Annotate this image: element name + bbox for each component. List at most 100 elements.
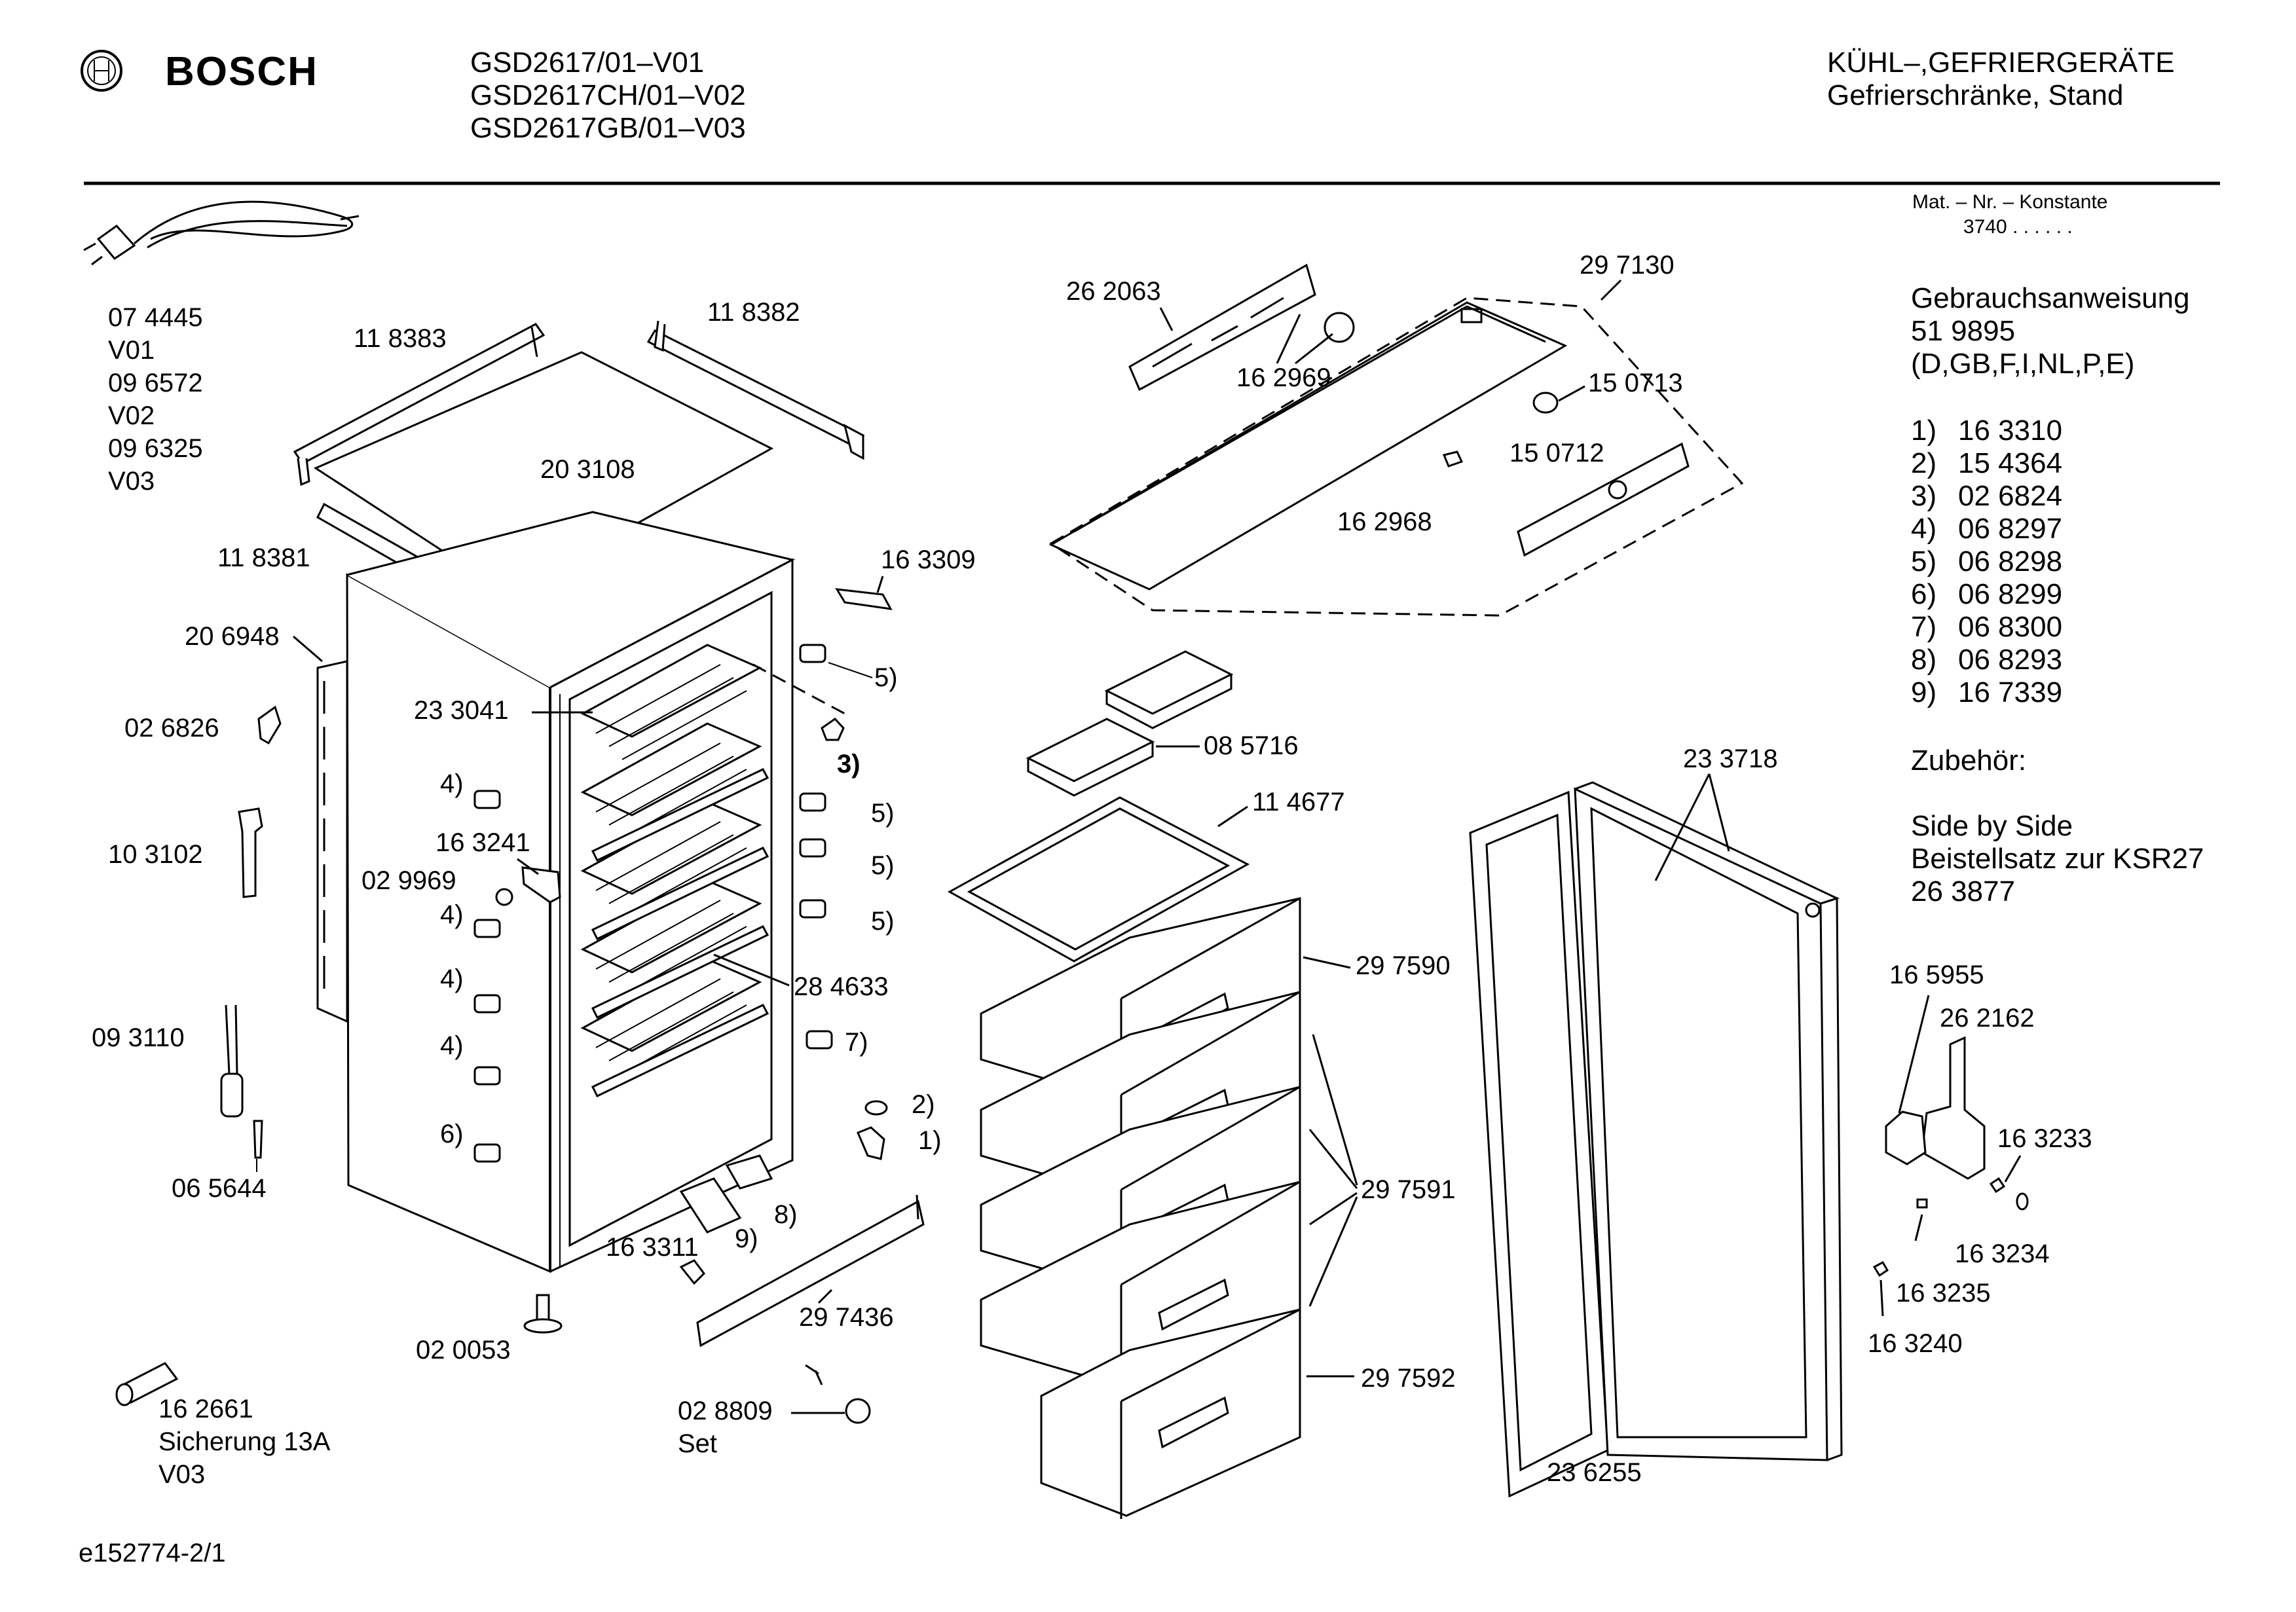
hinge-bracket bbox=[1885, 1036, 1986, 1180]
part-label-drain-tube: 10 3102 bbox=[108, 840, 203, 869]
info-column: Mat. – Nr. – Konstante 3740 . . . . . . … bbox=[1911, 191, 2204, 907]
small-cap-part bbox=[864, 1100, 888, 1116]
top-rail-right bbox=[646, 320, 865, 460]
ref-marker-4: 4) bbox=[440, 900, 464, 929]
part-label-power-cord: 09 6572 bbox=[108, 369, 203, 397]
ref-marker-9: 9) bbox=[735, 1224, 758, 1253]
part-label-knob: 16 2969 bbox=[1236, 363, 1331, 392]
ice-pack-upper bbox=[1104, 650, 1234, 729]
part-label-pin: 06 5644 bbox=[172, 1174, 267, 1203]
part-label-power-cord: 09 6325 bbox=[108, 434, 203, 463]
part-label-foot-cap: 16 3311 bbox=[606, 1233, 699, 1262]
manual-number: 51 9895 bbox=[1911, 315, 2015, 347]
footnote-key: 1) bbox=[1911, 414, 1936, 447]
variant-label: V01 bbox=[108, 336, 155, 365]
part-label-hinge-plate: 16 3241 bbox=[435, 828, 530, 857]
brand-name: BOSCH bbox=[165, 49, 318, 94]
hinge-pin-part bbox=[857, 1126, 885, 1160]
variant-label: V02 bbox=[108, 401, 155, 430]
ref-marker-4: 4) bbox=[440, 1031, 464, 1060]
manual-label: Gebrauchsanweisung bbox=[1911, 282, 2190, 314]
cover-part bbox=[679, 1177, 742, 1234]
footnote-value: 16 3310 bbox=[1958, 414, 2062, 447]
accessories-label: Zubehör: bbox=[1911, 744, 2026, 777]
part-label-condenser: 20 6948 bbox=[185, 622, 280, 651]
part-label-lamp: 15 0713 bbox=[1588, 369, 1683, 397]
control-housing bbox=[1048, 301, 1568, 591]
ref-marker-5: 5) bbox=[871, 907, 895, 936]
nut-part bbox=[1916, 1198, 1928, 1209]
part-label-hinge-washer: 16 3234 bbox=[1955, 1239, 2050, 1268]
footnote-value: 06 8297 bbox=[1958, 513, 2062, 545]
condenser-coil bbox=[316, 660, 348, 1023]
assembly-outline bbox=[1049, 297, 1744, 617]
ref-marker-7: 7) bbox=[845, 1028, 868, 1057]
footnote-key: 7) bbox=[1911, 611, 1936, 643]
part-label-fuse: 16 2661 bbox=[158, 1395, 253, 1423]
part-label-drawer-bottom: 29 7592 bbox=[1361, 1364, 1456, 1393]
part-label-leveling-foot: 02 0053 bbox=[416, 1336, 511, 1365]
ref-marker-8: 8) bbox=[774, 1200, 798, 1229]
variant-label: V03 bbox=[158, 1460, 205, 1489]
foot-cap-part bbox=[679, 1259, 705, 1285]
washer-part bbox=[495, 888, 513, 906]
ref-marker-5: 5) bbox=[871, 799, 895, 828]
sensor-part bbox=[220, 1004, 244, 1118]
leader-line bbox=[517, 858, 539, 875]
mat-number-value: 3740 . . . . . . bbox=[1963, 216, 2073, 238]
top-rail-left bbox=[293, 323, 546, 486]
cover-part bbox=[725, 1154, 773, 1190]
part-label-top-panel: 20 3108 bbox=[540, 455, 635, 484]
hinge-plate-part bbox=[521, 866, 561, 904]
footnote-value: 02 6824 bbox=[1958, 480, 2062, 512]
pin-part bbox=[253, 1120, 263, 1172]
thermostat-board bbox=[1128, 263, 1316, 392]
washer-part bbox=[2016, 1192, 2029, 1211]
part-label-washer: 02 9969 bbox=[361, 866, 456, 895]
footnote-key: 3) bbox=[1911, 480, 1936, 512]
part-label-hinge-screw: 16 3233 bbox=[1997, 1124, 2092, 1153]
footnote-key: 4) bbox=[1911, 513, 1936, 545]
part-label-kick-plate: 29 7436 bbox=[799, 1303, 894, 1332]
drain-tube-part bbox=[238, 807, 263, 898]
cabinet-body bbox=[346, 511, 796, 1273]
bracket-part bbox=[835, 576, 893, 610]
lamp-part bbox=[1532, 392, 1559, 414]
model-number-2: GSD2617CH/01–V02 bbox=[470, 79, 746, 111]
part-label-front-trim: 11 8381 bbox=[217, 543, 310, 572]
part-label-thermostat-board: 26 2063 bbox=[1066, 277, 1161, 306]
part-label-switch: 16 2968 bbox=[1337, 507, 1432, 536]
part-label-top-rail-left: 11 8383 bbox=[354, 324, 447, 353]
drawer-5 bbox=[1040, 1308, 1301, 1519]
leader-line bbox=[713, 953, 790, 987]
fuse-part bbox=[115, 1362, 179, 1406]
part-label-glass-shelf: 11 4677 bbox=[1252, 788, 1345, 816]
model-number-3: GSD2617GB/01–V03 bbox=[470, 112, 746, 144]
door-stops-left bbox=[473, 790, 501, 1163]
footnote-value: 06 8293 bbox=[1958, 644, 2062, 676]
part-label-clip: 02 6826 bbox=[124, 714, 219, 742]
footnote-key: 2) bbox=[1911, 447, 1936, 479]
variant-label: V03 bbox=[108, 467, 155, 496]
footnote-key: 5) bbox=[1911, 545, 1936, 577]
subcategory-title: Gefrierschränke, Stand bbox=[1827, 79, 2123, 111]
footnote-list: 1) 16 3310 2) 15 4364 3) 02 6824 4) 06 8… bbox=[1911, 414, 2062, 708]
assembly-path bbox=[752, 663, 845, 715]
clip-part bbox=[257, 705, 282, 745]
bosch-logo: BOSCH bbox=[81, 49, 318, 94]
footnote-value: 06 8298 bbox=[1958, 545, 2062, 577]
footnote-key: 9) bbox=[1911, 676, 1936, 708]
part-label-power-cord: 07 4445 bbox=[108, 303, 203, 332]
part-label-sensor: 09 3110 bbox=[92, 1023, 185, 1052]
ref-marker-6: 6) bbox=[440, 1120, 464, 1148]
leveling-foot bbox=[523, 1294, 563, 1334]
set-label: Set bbox=[678, 1429, 717, 1458]
mat-number-label: Mat. – Nr. – Konstante bbox=[1912, 191, 2108, 213]
footnote-value: 16 7339 bbox=[1958, 676, 2062, 708]
part-label-door: 23 3718 bbox=[1683, 744, 1778, 773]
footnote-value: 15 4364 bbox=[1958, 447, 2062, 479]
part-label-hinge-cap: 16 3240 bbox=[1868, 1329, 1963, 1358]
ref-marker-5: 5) bbox=[871, 851, 895, 880]
part-label-top-rail-right: 11 8382 bbox=[707, 298, 800, 327]
